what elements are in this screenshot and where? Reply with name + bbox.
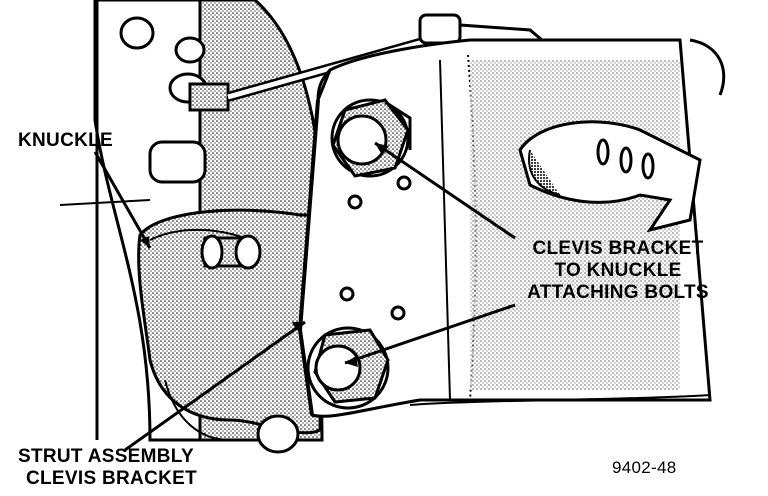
- figure-id: 9402-48: [612, 458, 677, 477]
- leader-lines: [93, 141, 516, 452]
- upper-attaching-bolt: [330, 98, 412, 178]
- clevis-bolts-label-line-3: ATTACHING BOLTS: [527, 282, 709, 303]
- top-fittings: [119, 13, 726, 184]
- lower-attaching-bolt: [306, 326, 390, 410]
- clevis-bolts-label-line-1: CLEVIS BRACKET: [532, 238, 704, 259]
- lower-hole: [256, 414, 300, 454]
- leader-arrowheads: [140, 143, 389, 367]
- bracket-tab: [518, 120, 702, 233]
- knuckle-stud: [200, 234, 262, 270]
- knuckle-arm: [137, 208, 322, 441]
- strut-clevis-label-line-2: CLEVIS BRACKET: [26, 468, 197, 489]
- strut-clevis-label: STRUT ASSEMBLY CLEVIS BRACKET: [18, 446, 197, 490]
- knuckle-label: KNUCKLE: [18, 130, 113, 151]
- clevis-bolts-label: CLEVIS BRACKET TO KNUCKLE ATTACHING BOLT…: [512, 238, 724, 304]
- clevis-bolts-label-line-2: TO KNUCKLE: [554, 260, 682, 281]
- bracket-rivets: [339, 175, 412, 321]
- strut-clevis-label-line-1: STRUT ASSEMBLY: [18, 446, 194, 467]
